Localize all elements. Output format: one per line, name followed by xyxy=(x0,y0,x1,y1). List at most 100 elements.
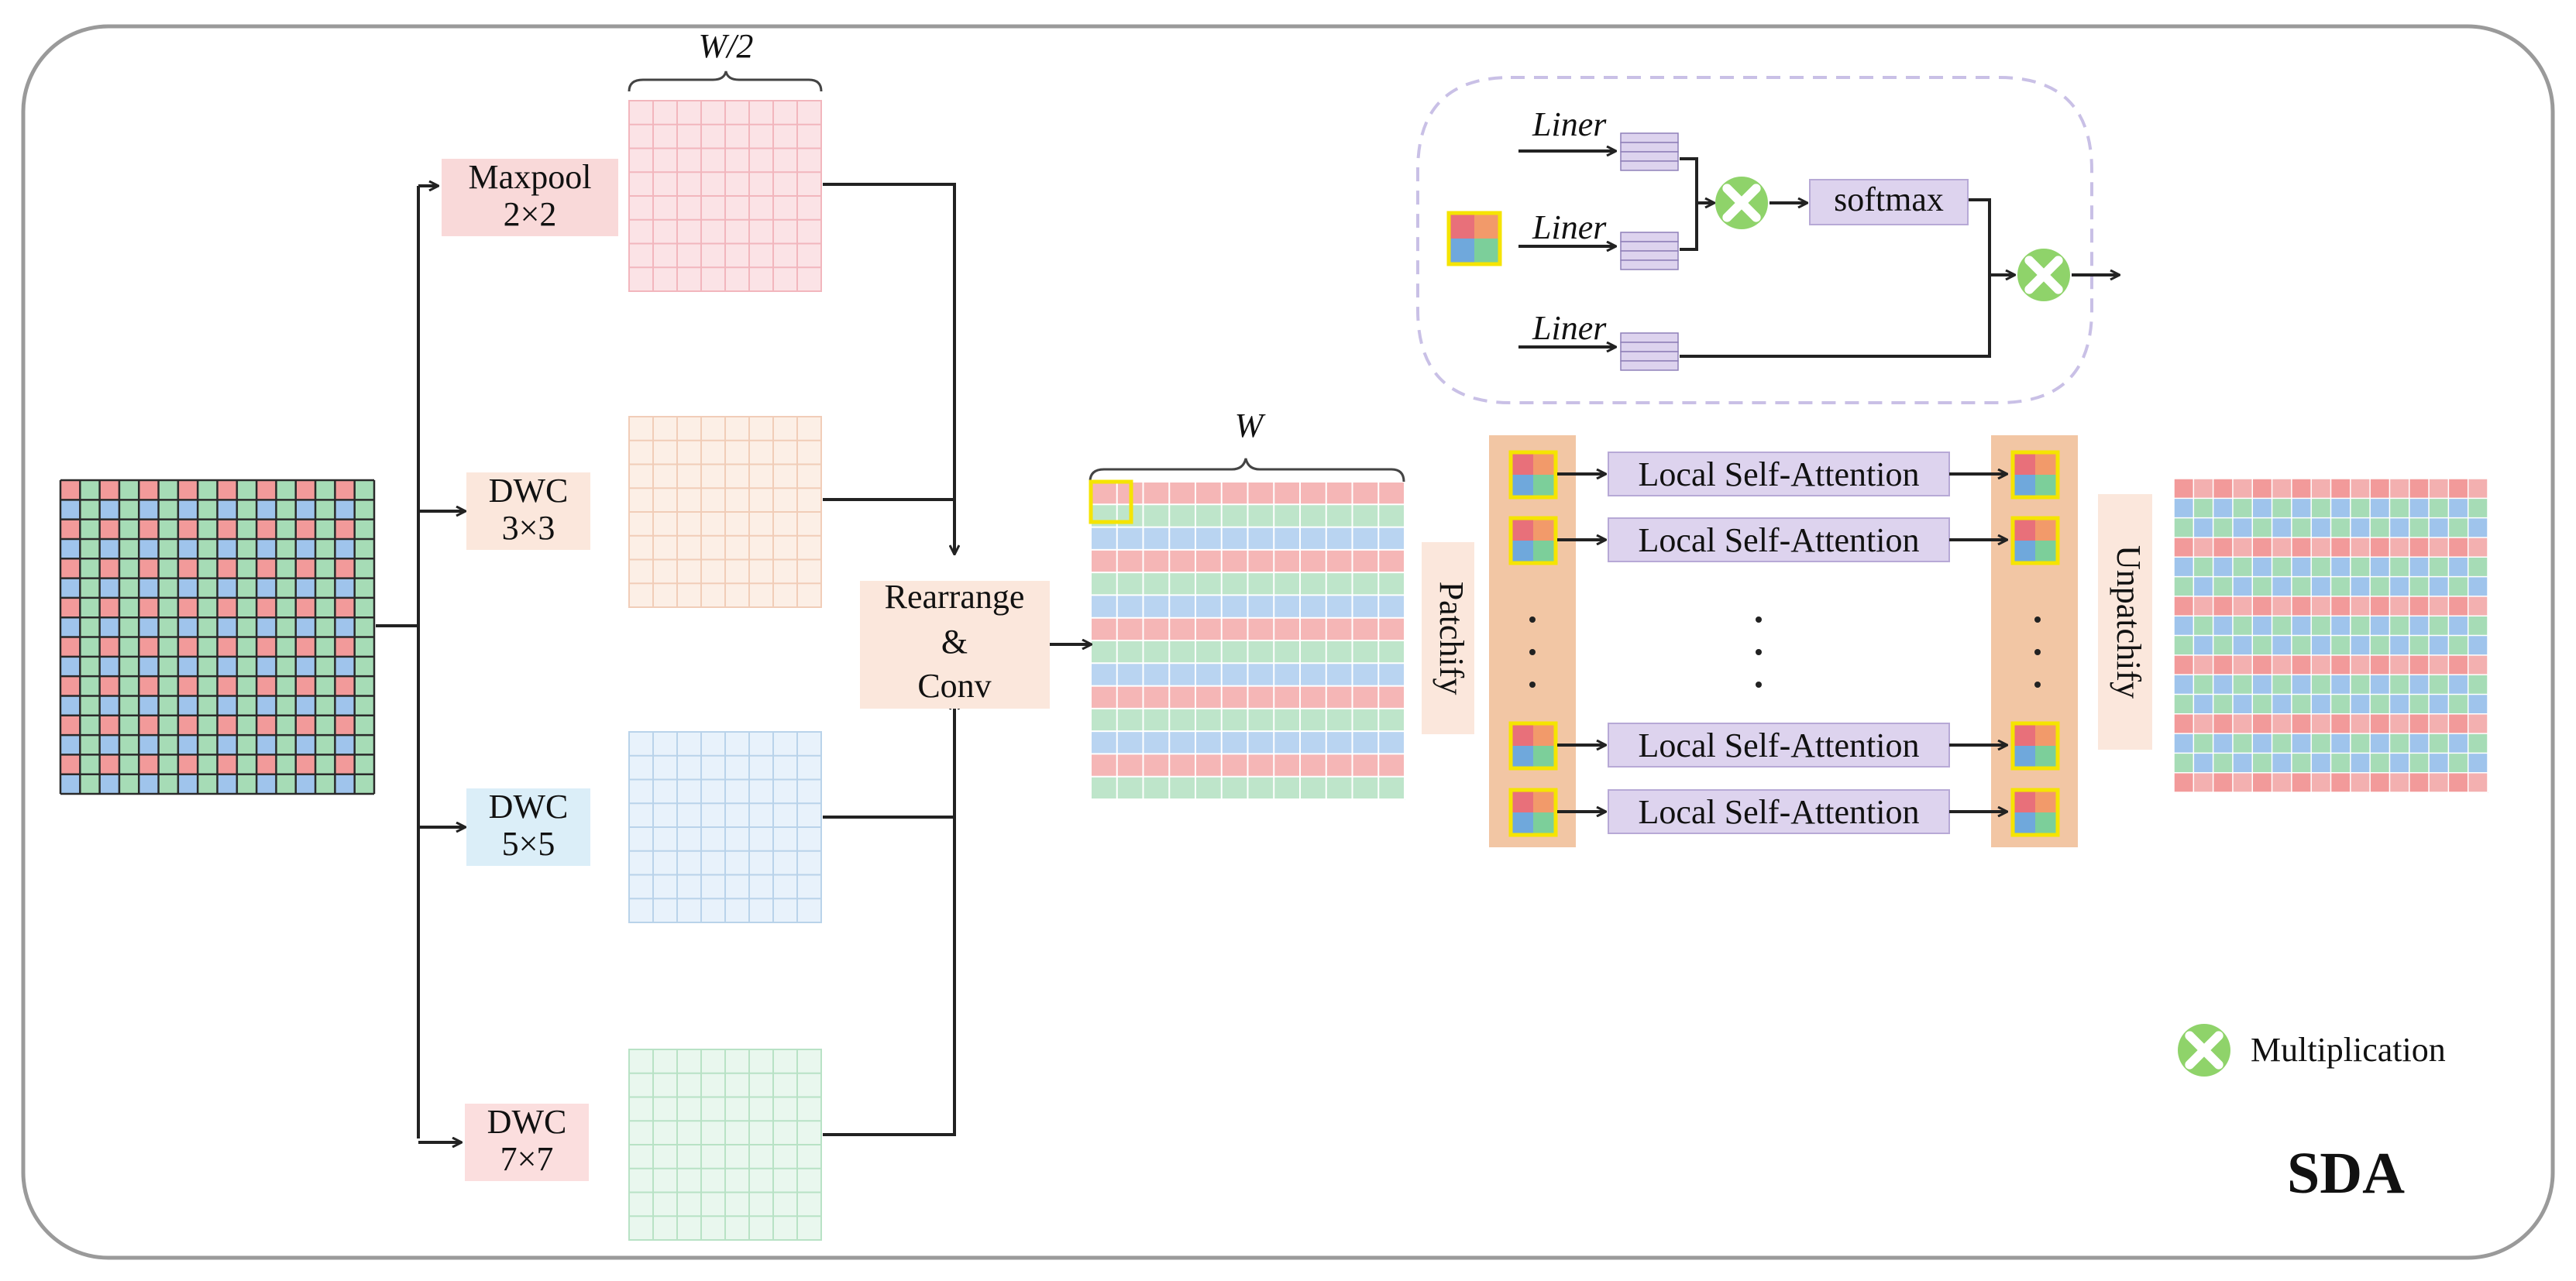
branch-kernel: 3×3 xyxy=(502,509,555,547)
grid-cell xyxy=(198,519,218,540)
grid-cell xyxy=(99,558,120,579)
grid-cell xyxy=(2213,694,2234,715)
grid-cell xyxy=(2350,733,2371,754)
grid-cell xyxy=(2468,733,2488,754)
grid-cell xyxy=(2291,635,2312,656)
grid-cell xyxy=(295,656,316,677)
grid-cell xyxy=(1091,482,1118,505)
patch-cell xyxy=(2013,723,2035,746)
grid-cell xyxy=(2311,557,2331,578)
grid-cell xyxy=(2389,654,2410,675)
grid-cell xyxy=(295,754,316,775)
grid-cell xyxy=(1274,504,1301,528)
grid-cell xyxy=(2193,713,2214,734)
patch-border xyxy=(2010,450,2060,500)
grid-cell xyxy=(2213,537,2234,558)
grid-cell xyxy=(256,597,277,618)
grid-cell xyxy=(335,715,356,736)
grid-cell xyxy=(1352,685,1379,709)
multiplication-icon xyxy=(2178,1024,2230,1077)
grid-cell xyxy=(1247,776,1274,800)
patch-cell xyxy=(2035,475,2058,497)
grid-cell xyxy=(177,558,198,579)
patch-cell xyxy=(1449,239,1474,264)
grid-cell xyxy=(236,617,257,637)
grid-cell xyxy=(2174,616,2194,636)
grid-cell xyxy=(1169,685,1196,709)
grid-cell xyxy=(177,676,198,696)
grid-cell xyxy=(1247,549,1274,573)
grid-cell xyxy=(2448,576,2469,597)
patchify-label: Patchify xyxy=(1432,582,1470,695)
grid-cell xyxy=(2330,694,2351,715)
patch-column-left xyxy=(1489,435,1576,847)
grid-cell xyxy=(1247,708,1274,732)
grid-cell xyxy=(315,735,335,755)
grid-cell xyxy=(80,656,101,677)
grid-cell xyxy=(2429,479,2449,499)
grid-cell xyxy=(1169,776,1196,800)
grid-cell xyxy=(256,538,277,559)
grid-cell xyxy=(2409,713,2430,734)
grid-cell xyxy=(2311,772,2331,793)
grid-cell xyxy=(177,519,198,540)
branch-dwc-7x7: DWC 7×7 xyxy=(465,1103,589,1181)
grid-cell xyxy=(198,735,218,755)
grid-cell xyxy=(295,695,316,716)
ellipsis-marks xyxy=(1529,616,2041,688)
grid-cell xyxy=(315,617,335,637)
grid-cell xyxy=(2468,498,2488,519)
patch-column-right xyxy=(1991,435,2078,847)
grid-cell xyxy=(2252,498,2273,519)
grid-cell xyxy=(2330,576,2351,597)
grid-cell xyxy=(80,617,101,637)
grid-cell xyxy=(315,480,335,500)
grid-cell xyxy=(2350,498,2371,519)
grid-cell xyxy=(99,578,120,599)
grid-cell xyxy=(99,637,120,658)
grid-cell xyxy=(276,519,297,540)
grid-cell xyxy=(1274,482,1301,505)
grid-cell xyxy=(256,500,277,520)
grid-cell xyxy=(354,754,375,775)
patch-highlight xyxy=(1089,479,1133,524)
grid-cell xyxy=(335,656,356,677)
grid-cell xyxy=(2350,654,2371,675)
grid-cell xyxy=(2389,498,2410,519)
input-feature-map xyxy=(59,479,376,795)
grid-cell xyxy=(2429,596,2449,616)
grid-cell xyxy=(158,676,179,696)
grid-cell xyxy=(1091,640,1118,664)
grid-cell xyxy=(2429,733,2449,754)
local-attention-label: Local Self-Attention xyxy=(1639,455,1920,493)
grid-cell xyxy=(80,538,101,559)
grid-cell xyxy=(158,695,179,716)
grid-cell xyxy=(2193,654,2214,675)
grid-cell xyxy=(1247,482,1274,505)
grid-cell xyxy=(80,715,101,736)
grid-cell xyxy=(1221,504,1248,528)
grid-cell xyxy=(2370,694,2390,715)
grid-cell xyxy=(2174,733,2194,754)
grid-cell xyxy=(236,500,257,520)
grid-cell xyxy=(99,735,120,755)
grid-cell xyxy=(236,578,257,599)
token-bar xyxy=(1620,132,1679,143)
grid-cell xyxy=(80,519,101,540)
grid-cell xyxy=(1326,617,1353,641)
grid-cell xyxy=(256,519,277,540)
grid-cell xyxy=(315,695,335,716)
grid-cell xyxy=(276,735,297,755)
grid-cell xyxy=(2330,753,2351,774)
grid-cell xyxy=(2232,694,2253,715)
grid-cell xyxy=(2213,616,2234,636)
grid-cell xyxy=(2409,517,2430,538)
grid-cell xyxy=(2252,772,2273,793)
grid-cell xyxy=(1091,617,1118,641)
grid-cell xyxy=(1300,572,1327,596)
grid-cell xyxy=(2174,596,2194,616)
grid-cell xyxy=(80,558,101,579)
grid-cell xyxy=(2193,596,2214,616)
grid-cell xyxy=(2174,537,2194,558)
grid-cell xyxy=(80,735,101,755)
